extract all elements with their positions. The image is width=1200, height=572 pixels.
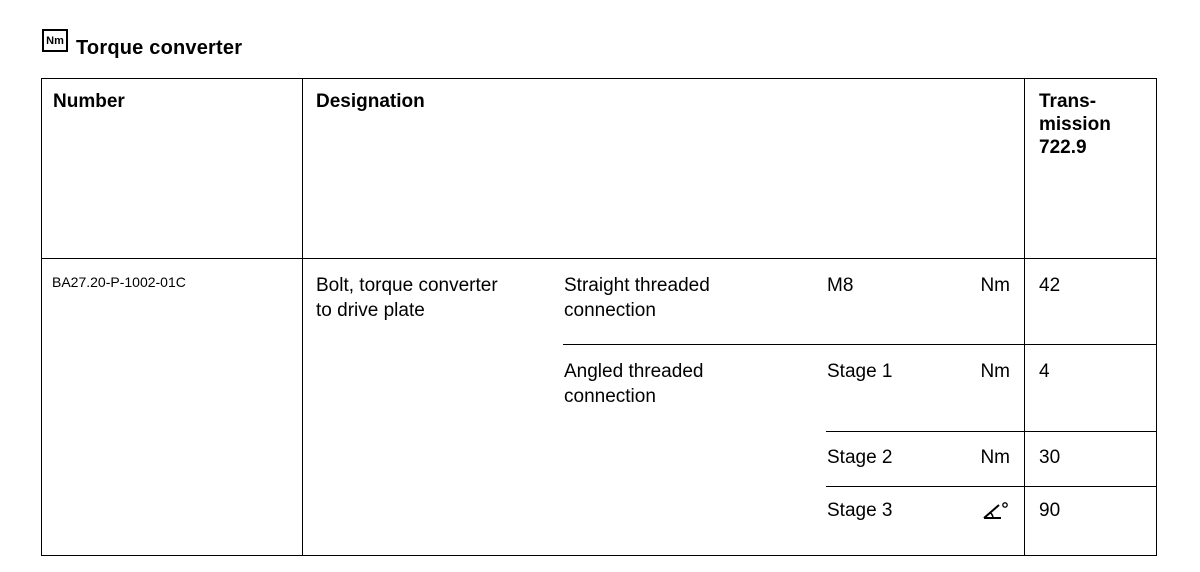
angle-degree-icon: [982, 501, 1010, 521]
row-divider-1: [563, 344, 1157, 345]
designation-text: Bolt, torque converter to drive plate: [316, 273, 498, 323]
designation-line2: to drive plate: [316, 300, 425, 321]
section-title: Torque converter: [76, 36, 243, 59]
stage-2: Stage 2: [827, 447, 893, 468]
stage-1: Stage 1: [827, 361, 893, 382]
nm-torque-icon: Nm: [42, 29, 68, 53]
connection-angled: Angled threaded connection: [564, 359, 703, 409]
value-90: 90: [1039, 500, 1061, 521]
header-transmission-line2: mission: [1039, 114, 1111, 135]
table-border-bottom: [41, 555, 1157, 556]
connection-straight-line1: Straight threaded: [564, 275, 710, 296]
header-transmission-line3: 722.9: [1039, 137, 1087, 158]
section-header: Nm Torque converter: [42, 29, 243, 62]
value-30: 30: [1039, 447, 1061, 468]
connection-straight-line2: connection: [564, 300, 656, 321]
connection-angled-line1: Angled threaded: [564, 361, 704, 382]
table-border-top: [41, 78, 1157, 79]
col-divider-number: [302, 78, 303, 556]
header-transmission: Trans- mission 722.9: [1039, 90, 1111, 159]
row-divider-2: [826, 431, 1157, 432]
header-transmission-line1: Trans-: [1039, 91, 1097, 112]
stage-3: Stage 3: [827, 500, 893, 521]
size-m8: M8: [827, 275, 854, 296]
table-border-left: [41, 78, 42, 556]
unit-nm-1: Nm: [980, 275, 1010, 296]
col-divider-transmission: [1024, 78, 1025, 556]
connection-straight: Straight threaded connection: [564, 273, 710, 323]
connection-angled-line2: connection: [564, 386, 656, 407]
designation-line1: Bolt, torque converter: [316, 275, 498, 296]
header-separator: [41, 258, 1157, 259]
unit-nm-3: Nm: [980, 447, 1010, 468]
value-4: 4: [1039, 361, 1050, 382]
unit-nm-2: Nm: [980, 361, 1010, 382]
table-border-right: [1156, 78, 1157, 556]
header-number: Number: [53, 91, 125, 112]
nm-icon-text: Nm: [46, 35, 64, 47]
value-42: 42: [1039, 275, 1061, 296]
header-designation: Designation: [316, 91, 425, 112]
row-divider-3: [826, 486, 1157, 487]
part-number: BA27.20-P-1002-01C: [52, 274, 186, 290]
